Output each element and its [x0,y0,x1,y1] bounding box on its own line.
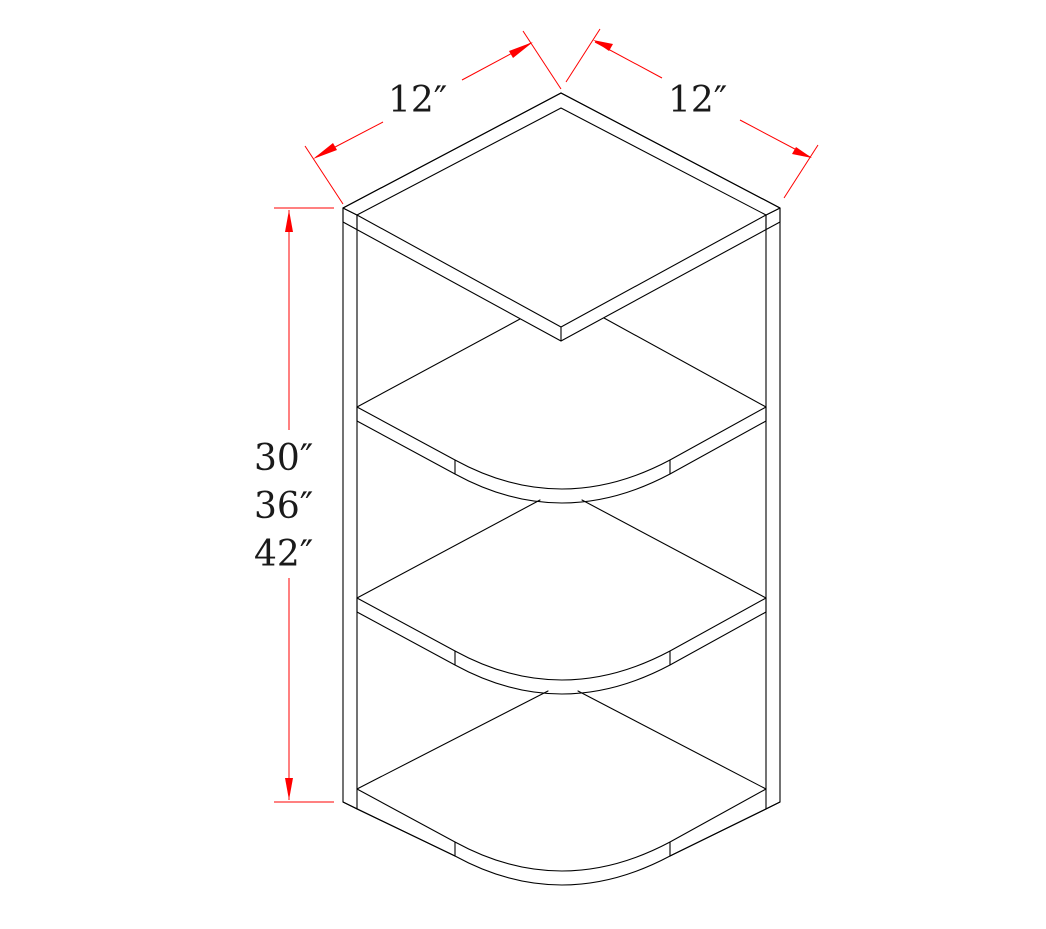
top-panel [342,92,781,342]
dimension-label-width-right: 12″ [668,80,727,121]
shelf-upper [356,406,767,504]
dimension-width-right: 12″ [565,28,819,199]
back-diagonals [356,317,767,790]
dimension-label-height-30: 30″ [254,438,313,479]
right-side-panel [765,207,781,810]
dimension-label-height-36: 36″ [254,486,313,527]
dimension-label-width-left: 12″ [388,80,447,121]
dimension-width-left: 12″ [304,30,562,205]
dimension-label-height-42: 42″ [254,534,313,575]
dimension-height: 30″ 36″ 42″ [254,207,334,803]
shelf-bottom [342,788,781,886]
cabinet-outline [342,92,781,886]
shelf-middle [356,597,767,695]
left-side-panel [342,207,358,810]
